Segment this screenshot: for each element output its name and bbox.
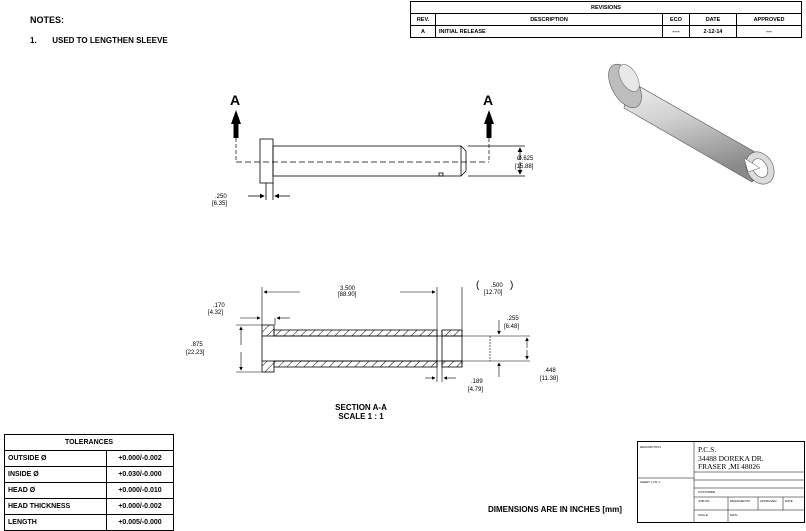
section-view xyxy=(261,324,463,373)
tolerance-row: INSIDE Ø +0.030/-0.000 xyxy=(4,466,174,483)
section-scale: SCALE 1 : 1 xyxy=(338,412,384,421)
company-city: FRASER ,MI 48026 xyxy=(698,462,760,471)
dim-outside-dia-mm: [15.88] xyxy=(515,164,534,170)
company-name: P.C.S. xyxy=(698,445,717,454)
section-arrow-left xyxy=(231,110,241,138)
dim-head-length: .250 xyxy=(215,194,227,200)
tolerance-row: LENGTH +0.005/-0.000 xyxy=(4,514,174,531)
ref-paren-open: ( xyxy=(476,280,480,291)
approved-label: APPROVED xyxy=(760,499,777,503)
dim-length: 3.500 xyxy=(340,286,356,292)
dim-outside-dia: Ø.625 xyxy=(517,156,534,162)
matl-label: MATL xyxy=(730,513,738,517)
tolerance-label: HEAD Ø xyxy=(4,482,107,499)
tolerance-row: OUTSIDE Ø +0.000/-0.002 xyxy=(4,450,174,467)
tolerances-title: TOLERANCES xyxy=(4,434,174,451)
dim-inside-dia: .448 xyxy=(544,368,556,374)
tolerance-label: LENGTH xyxy=(4,514,107,531)
top-view xyxy=(248,138,525,200)
tolerance-row: HEAD Ø +0.000/-0.010 xyxy=(4,482,174,499)
dim-head-thk: .170 xyxy=(213,303,225,309)
note-number: 1. xyxy=(30,36,37,45)
dim-slot-width-mm: [6.48] xyxy=(504,324,519,330)
tolerance-label: HEAD THICKNESS xyxy=(4,498,107,515)
note-item: 1. USED TO LENGTHEN SLEEVE xyxy=(30,36,168,45)
dim-ref-length: .500 xyxy=(491,283,503,289)
tolerance-row: HEAD THICKNESS +0.000/-0.002 xyxy=(4,498,174,515)
rev-cell: --- xyxy=(736,25,802,38)
customer-label: CUSTOMER xyxy=(698,490,716,494)
dim-ref-length-mm: [12.70] xyxy=(484,290,503,296)
isometric-view xyxy=(608,63,775,185)
title-block-grid xyxy=(638,442,804,522)
scale-label: SCALE xyxy=(698,513,708,517)
tolerance-value: +0.030/-0.000 xyxy=(106,466,174,483)
company-street: 34488 DOREKA DR. xyxy=(698,453,764,463)
dim-head-thk-mm: [4.32] xyxy=(208,310,223,316)
note-text: USED TO LENGTHEN SLEEVE xyxy=(52,36,168,45)
tolerance-value: +0.000/-0.010 xyxy=(106,482,174,499)
section-marker-left: A xyxy=(230,92,240,108)
dim-slot-width: .255 xyxy=(507,316,519,322)
description-label: DESCRIPTION: xyxy=(640,445,662,449)
dim-inside-dia-mm: [11.38] xyxy=(540,376,558,382)
notes-heading: NOTES: xyxy=(30,15,65,25)
dim-slot-length: .189 xyxy=(471,379,483,385)
designed-label: DESIGNED BY xyxy=(730,499,751,503)
title-block: DESCRIPTION: P.C.S. 34488 DOREKA DR. FRA… xyxy=(637,441,805,523)
date-label: DATE xyxy=(785,499,793,503)
sheet-label: SHEET 1 OF 1 xyxy=(640,480,660,484)
job-label: JOB NO. xyxy=(698,499,711,503)
tolerance-value: +0.000/-0.002 xyxy=(106,498,174,515)
company-address: P.C.S. 34488 DOREKA DR. FRASER ,MI 48026 xyxy=(698,445,764,472)
section-marker-right: A xyxy=(483,92,493,108)
tolerance-value: +0.000/-0.002 xyxy=(106,450,174,467)
dim-head-dia: .875 xyxy=(191,342,203,348)
section-title: SECTION A-A xyxy=(335,403,387,412)
tolerance-label: OUTSIDE Ø xyxy=(4,450,107,467)
dimensions-note: DIMENSIONS ARE IN INCHES [mm] xyxy=(488,505,622,514)
dim-slot-length-mm: [4.79] xyxy=(468,387,483,393)
dim-length-mm: [88.90] xyxy=(338,292,357,298)
rev-cell: 2-12-14 xyxy=(689,25,737,38)
ref-paren-close: ) xyxy=(510,280,513,291)
dim-head-dia-mm: [22.23] xyxy=(186,350,205,356)
section-arrow-right xyxy=(484,110,494,138)
section-dimensions xyxy=(236,287,530,382)
dim-head-length-mm: [6.35] xyxy=(212,201,227,207)
tolerance-label: INSIDE Ø xyxy=(4,466,107,483)
tolerances-table: TOLERANCES OUTSIDE Ø +0.000/-0.002 INSID… xyxy=(4,434,174,531)
revisions-table: REVISIONS REV. DESCRIPTION ECO DATE APPR… xyxy=(410,1,802,38)
cutting-plane xyxy=(235,138,490,163)
tolerance-value: +0.005/-0.000 xyxy=(106,514,174,531)
rev-row: A INITIAL RELEASE ---- 2-12-14 --- xyxy=(410,25,802,38)
